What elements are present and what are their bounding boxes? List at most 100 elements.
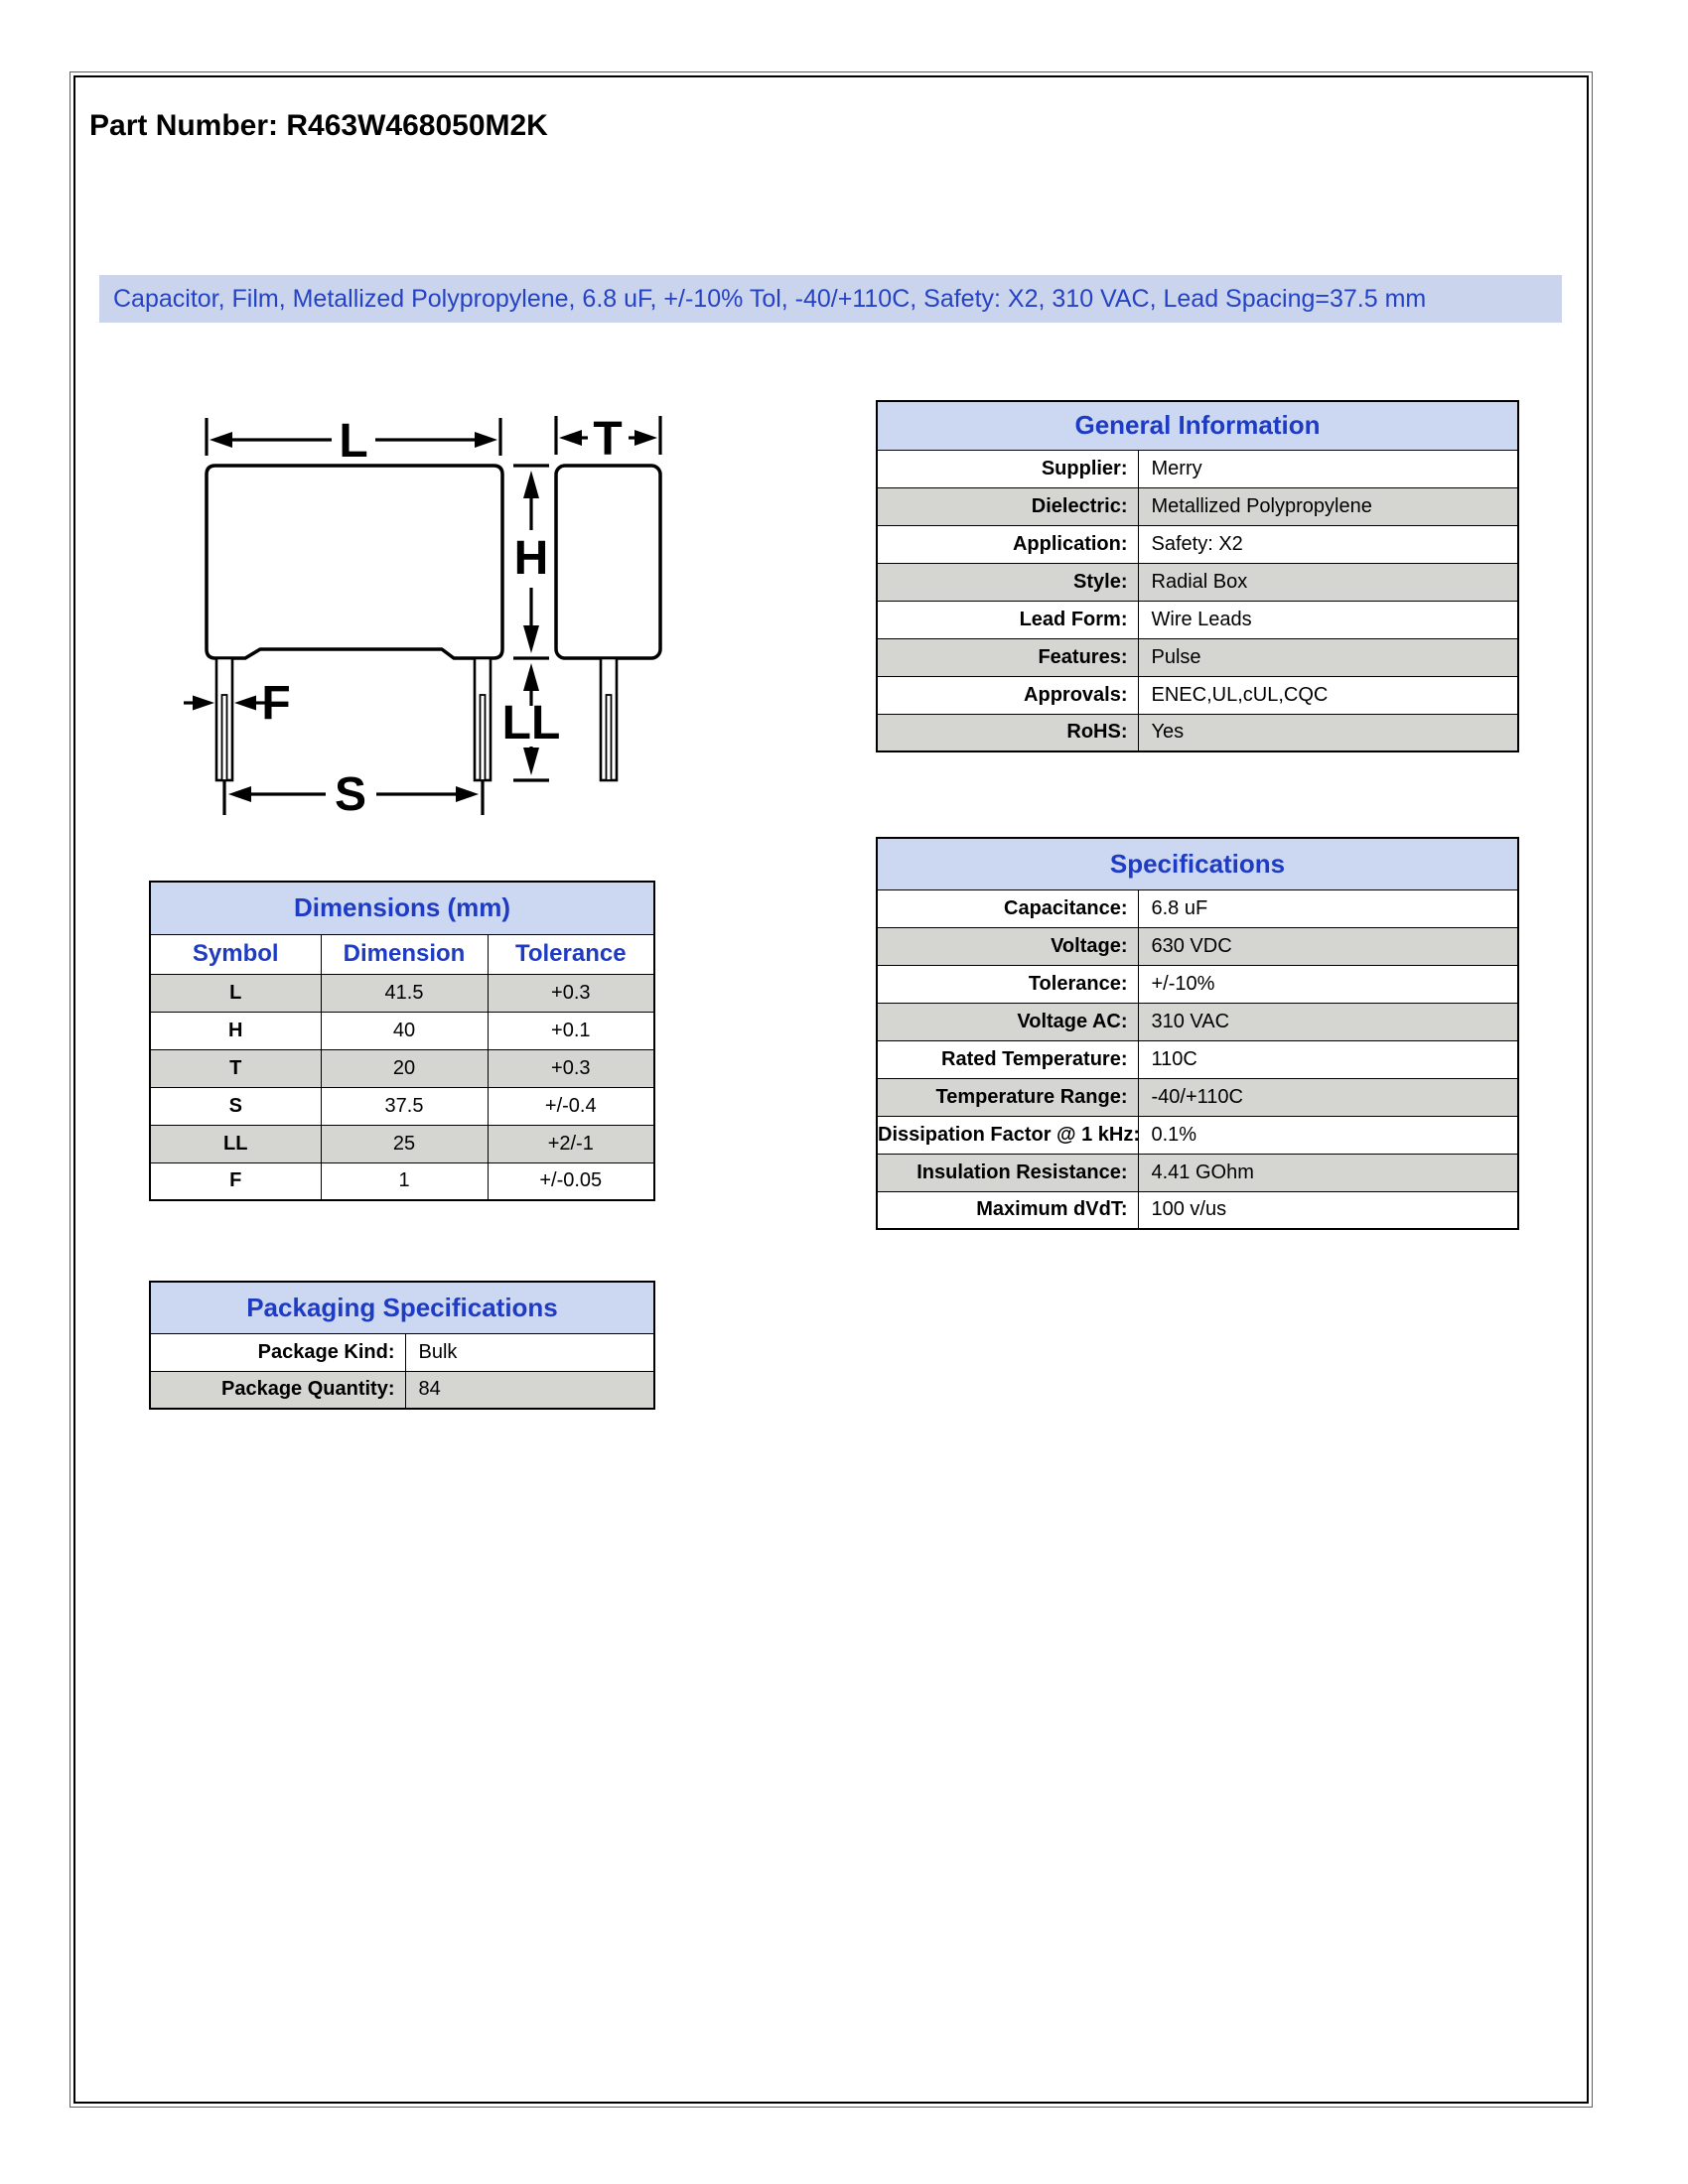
dimension-l: L <box>205 415 502 468</box>
dimension-ll: LL <box>502 663 561 782</box>
dimension-label-t: T <box>593 413 622 466</box>
dimension-label-s: S <box>335 768 366 821</box>
dimension-h: H <box>513 464 549 660</box>
table-title: General Information <box>876 400 1519 451</box>
symbol-cell: LL <box>149 1124 322 1163</box>
page-border-frame-inner <box>73 75 1589 2104</box>
capacitor-front-view <box>205 464 504 660</box>
tolerance-cell: +2/-1 <box>487 1124 655 1163</box>
row-label: Voltage: <box>876 926 1139 966</box>
table-row: Capacitance:6.8 uF <box>876 888 1519 928</box>
row-label: Application: <box>876 524 1139 564</box>
row-value: ENEC,UL,cUL,CQC <box>1137 675 1519 715</box>
row-label: Approvals: <box>876 675 1139 715</box>
table-row: Temperature Range:-40/+110C <box>876 1077 1519 1117</box>
column-header: Tolerance <box>487 933 655 975</box>
row-label: Insulation Resistance: <box>876 1153 1139 1192</box>
table-row: Insulation Resistance:4.41 GOhm <box>876 1153 1519 1192</box>
dimension-cell: 41.5 <box>320 973 489 1013</box>
row-value: Radial Box <box>1137 562 1519 602</box>
row-label: Voltage AC: <box>876 1002 1139 1041</box>
row-value: +/-10% <box>1137 964 1519 1004</box>
row-value: Wire Leads <box>1137 600 1519 639</box>
table-row: Rated Temperature:110C <box>876 1039 1519 1079</box>
dimension-f: F <box>184 677 291 730</box>
row-label: Style: <box>876 562 1139 602</box>
row-label: Features: <box>876 637 1139 677</box>
row-value: 630 VDC <box>1137 926 1519 966</box>
capacitor-side-view <box>554 464 662 660</box>
table-row: Approvals:ENEC,UL,cUL,CQC <box>876 675 1519 715</box>
symbol-cell: L <box>149 973 322 1013</box>
row-value: Safety: X2 <box>1137 524 1519 564</box>
row-value: Merry <box>1137 449 1519 488</box>
dimension-label-ll: LL <box>502 697 561 750</box>
row-label: Temperature Range: <box>876 1077 1139 1117</box>
row-value: 84 <box>404 1370 655 1410</box>
table-title: Dimensions (mm) <box>149 881 655 935</box>
dimension-t: T <box>554 413 662 466</box>
table-row: Lead Form:Wire Leads <box>876 600 1519 639</box>
table-row: Supplier:Merry <box>876 449 1519 488</box>
table-row: Application:Safety: X2 <box>876 524 1519 564</box>
dimension-s: S <box>222 768 485 821</box>
dimension-label-f: F <box>261 677 290 730</box>
column-header: Dimension <box>320 933 489 975</box>
tolerance-cell: +0.3 <box>487 973 655 1013</box>
row-label: Package Quantity: <box>149 1370 406 1410</box>
row-value: Metallized Polypropylene <box>1137 486 1519 526</box>
column-header-row: Symbol Dimension Tolerance <box>149 933 655 975</box>
tolerance-cell: +0.3 <box>487 1048 655 1088</box>
row-value: Yes <box>1137 713 1519 752</box>
row-value: 6.8 uF <box>1137 888 1519 928</box>
column-header: Symbol <box>149 933 322 975</box>
dimension-label-l: L <box>339 415 367 468</box>
symbol-cell: F <box>149 1161 322 1201</box>
row-label: Dielectric: <box>876 486 1139 526</box>
row-label: Dissipation Factor @ 1 kHz: <box>876 1115 1139 1155</box>
row-value: -40/+110C <box>1137 1077 1519 1117</box>
tolerance-cell: +0.1 <box>487 1011 655 1050</box>
general-information-table: General Information Supplier:Merry Diele… <box>876 400 1520 752</box>
row-value: Pulse <box>1137 637 1519 677</box>
packaging-specifications-table: Packaging Specifications Package Kind:Bu… <box>149 1281 655 1410</box>
symbol-cell: T <box>149 1048 322 1088</box>
row-label: Tolerance: <box>876 964 1139 1004</box>
dimensions-table: Dimensions (mm) Symbol Dimension Toleran… <box>149 881 656 1201</box>
table-row: Package Kind:Bulk <box>149 1332 655 1372</box>
dimension-cell: 40 <box>320 1011 489 1050</box>
dimension-cell: 25 <box>320 1124 489 1163</box>
row-label: Maximum dVdT: <box>876 1190 1139 1230</box>
table-row: Dissipation Factor @ 1 kHz:0.1% <box>876 1115 1519 1155</box>
table-row: Features:Pulse <box>876 637 1519 677</box>
table-row: RoHS:Yes <box>876 713 1519 752</box>
specifications-table: Specifications Capacitance:6.8 uF Voltag… <box>876 837 1519 1230</box>
dimension-cell: 20 <box>320 1048 489 1088</box>
tolerance-cell: +/-0.4 <box>487 1086 655 1126</box>
description-banner: Capacitor, Film, Metallized Polypropylen… <box>99 275 1562 323</box>
row-value: 110C <box>1137 1039 1519 1079</box>
capacitor-dimension-diagram: L T H LL <box>184 413 662 821</box>
row-label: Supplier: <box>876 449 1139 488</box>
tolerance-cell: +/-0.05 <box>487 1161 655 1201</box>
table-title: Packaging Specifications <box>149 1281 655 1334</box>
table-row: Voltage AC:310 VAC <box>876 1002 1519 1041</box>
table-row: Tolerance:+/-10% <box>876 964 1519 1004</box>
dimension-cell: 1 <box>320 1161 489 1201</box>
row-label: Rated Temperature: <box>876 1039 1139 1079</box>
row-value: 100 v/us <box>1137 1190 1519 1230</box>
dimension-label-h: H <box>514 532 549 585</box>
row-value: 310 VAC <box>1137 1002 1519 1041</box>
row-label: Lead Form: <box>876 600 1139 639</box>
page-title: Part Number: R463W468050M2K <box>89 109 548 142</box>
row-label: Capacitance: <box>876 888 1139 928</box>
table-row: Dielectric:Metallized Polypropylene <box>876 486 1519 526</box>
row-value: 4.41 GOhm <box>1137 1153 1519 1192</box>
